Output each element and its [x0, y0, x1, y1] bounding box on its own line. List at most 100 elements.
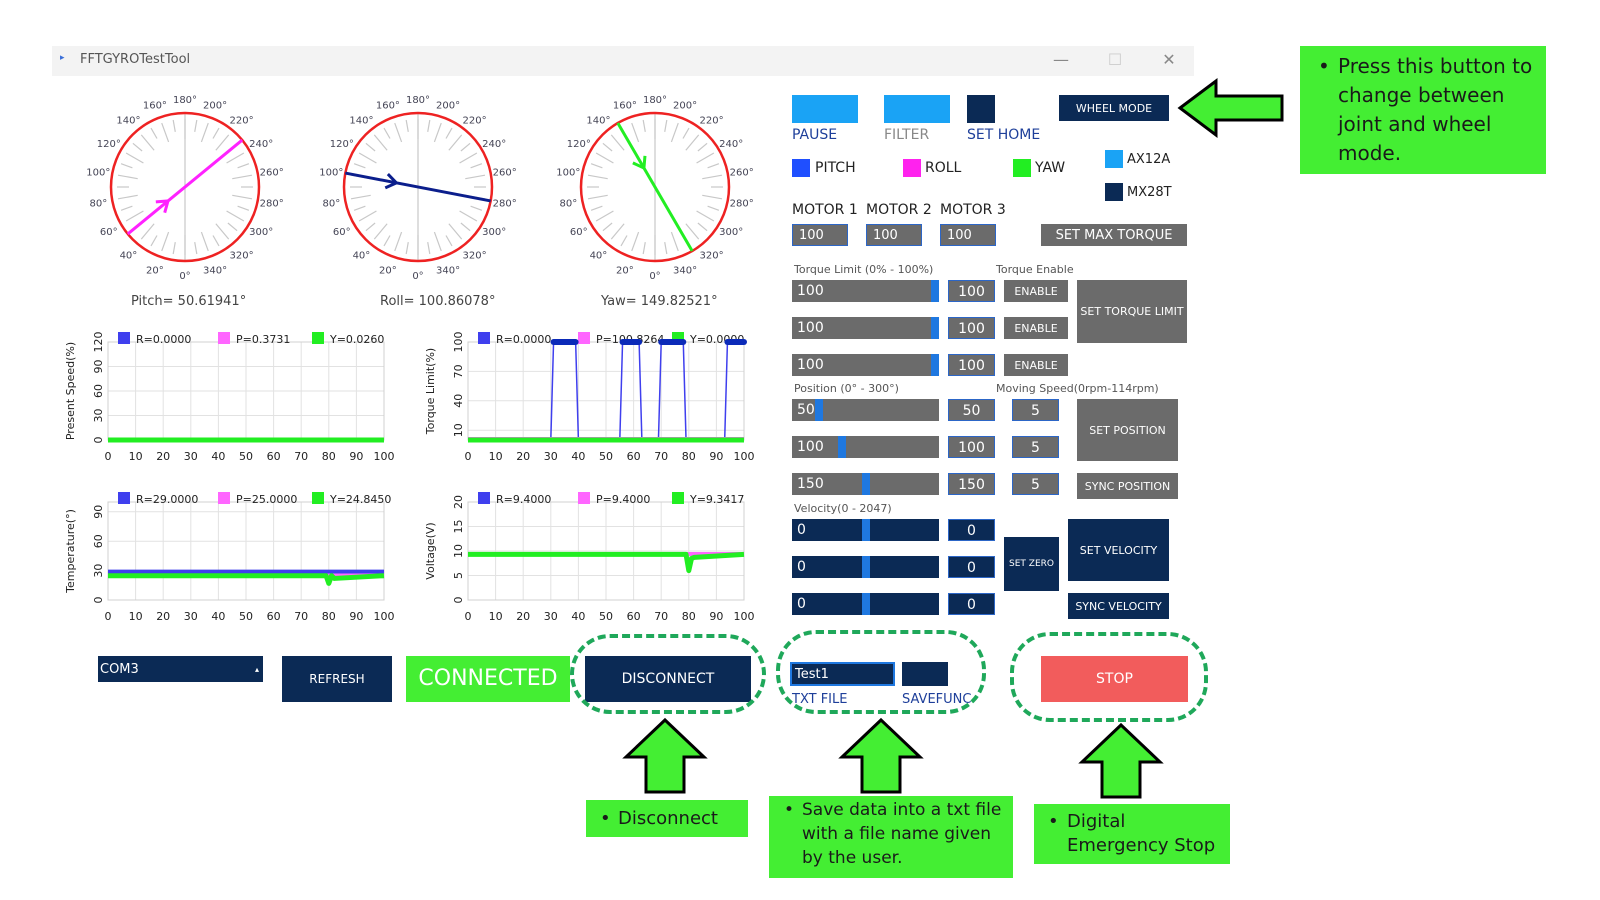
- torque-enable-button[interactable]: ENABLE: [1004, 317, 1068, 339]
- gauge-ring: [579, 111, 731, 263]
- set-velocity-button[interactable]: SET VELOCITY: [1068, 519, 1169, 581]
- position-value-input[interactable]: 100: [948, 436, 995, 458]
- gauge-tick: [427, 119, 431, 132]
- motor-1-input[interactable]: 100: [792, 224, 848, 246]
- torque-enable-button[interactable]: ENABLE: [1004, 280, 1068, 302]
- position-value-input[interactable]: 50: [948, 399, 995, 421]
- legend-label: R=29.0000: [136, 493, 198, 506]
- velocity-value-input[interactable]: 0: [948, 556, 995, 578]
- x-tick-label: 70: [294, 610, 308, 623]
- gauge-tick: [445, 127, 453, 139]
- gauge-tick-label: 340°: [673, 266, 697, 277]
- set-max-torque-button[interactable]: SET MAX TORQUE: [1041, 224, 1187, 246]
- y-tick-label: 30: [92, 564, 105, 578]
- motor-1-label: MOTOR 1: [792, 202, 858, 218]
- torque-slider-thumb[interactable]: [931, 354, 939, 376]
- ax12a-toggle[interactable]: [1105, 150, 1123, 168]
- position-slider[interactable]: 50: [792, 399, 939, 421]
- gauge-needle-arrow: [384, 173, 399, 190]
- mx28t-toggle[interactable]: [1105, 183, 1123, 201]
- torque-slider-thumb[interactable]: [931, 280, 939, 302]
- torque-value-input[interactable]: 100: [948, 317, 995, 339]
- motor-3-input[interactable]: 100: [940, 224, 996, 246]
- set-position-button[interactable]: SET POSITION: [1077, 399, 1178, 461]
- filter-button[interactable]: [884, 95, 950, 123]
- torque-value-input[interactable]: 100: [948, 280, 995, 302]
- save-button[interactable]: [902, 662, 948, 686]
- gauge-tick-label: 20°: [146, 266, 164, 277]
- gauge-tick: [373, 223, 388, 240]
- gauge-tick-label: 260°: [493, 168, 517, 179]
- y-axis-label: Present Speed(%): [64, 342, 77, 440]
- position-slider-thumb[interactable]: [861, 473, 870, 495]
- set-zero-button[interactable]: SET ZERO: [1004, 537, 1059, 591]
- disconnect-button[interactable]: DISCONNECT: [585, 656, 751, 702]
- torque-slider-thumb[interactable]: [931, 317, 939, 339]
- stop-button[interactable]: STOP: [1041, 656, 1188, 702]
- x-tick-label: 10: [489, 450, 503, 463]
- x-tick-label: 20: [516, 610, 530, 623]
- close-button[interactable]: ✕: [1162, 50, 1176, 69]
- velocity-value-input[interactable]: 0: [948, 593, 995, 615]
- gauge-tick: [232, 174, 253, 180]
- velocity-value-input[interactable]: 0: [948, 519, 995, 541]
- velocity-slider-thumb[interactable]: [861, 556, 870, 578]
- gauge-tick: [117, 174, 138, 180]
- gauge-tick: [602, 222, 613, 232]
- velocity-slider[interactable]: 0: [792, 556, 939, 578]
- x-tick-label: 0: [465, 610, 472, 623]
- com-port-value: COM3: [100, 661, 139, 677]
- x-tick-label: 100: [734, 610, 755, 623]
- legend-swatch: [312, 492, 324, 504]
- roll-swatch: [903, 159, 921, 177]
- position-value-input[interactable]: 150: [948, 473, 995, 495]
- velocity-slider-thumb[interactable]: [861, 593, 870, 615]
- gauge-tick: [226, 210, 245, 222]
- gauge-tick-label: 240°: [249, 139, 273, 150]
- velocity-slider-thumb[interactable]: [861, 519, 870, 541]
- velocity-slider[interactable]: 0: [792, 593, 939, 615]
- velocity-slider-value: 0: [797, 596, 806, 612]
- gauge-tick: [383, 235, 391, 247]
- position-slider[interactable]: 150: [792, 473, 939, 495]
- legend-label: R=0.0000: [136, 333, 191, 346]
- sync-velocity-button[interactable]: SYNC VELOCITY: [1068, 593, 1169, 619]
- gauge-tick: [685, 223, 700, 240]
- sync-position-button[interactable]: SYNC POSITION: [1077, 473, 1178, 499]
- minimize-button[interactable]: —: [1053, 50, 1069, 69]
- gauge-tick: [459, 210, 478, 222]
- moving-speed-input[interactable]: 5: [1012, 436, 1059, 458]
- set-home-button[interactable]: [967, 95, 995, 123]
- torque-slider[interactable]: 100: [792, 354, 939, 376]
- arrow-up-icon: [622, 717, 708, 794]
- pause-button[interactable]: [792, 95, 858, 123]
- series-line: [108, 573, 385, 586]
- motor-2-input[interactable]: 100: [866, 224, 922, 246]
- stop-callout: • Digital Emergency Stop: [1034, 804, 1230, 864]
- torque-slider[interactable]: 100: [792, 280, 939, 302]
- torque-value-input[interactable]: 100: [948, 354, 995, 376]
- gauge-tick: [670, 122, 679, 143]
- set-torque-limit-button[interactable]: SET TORQUE LIMIT: [1077, 280, 1187, 343]
- gauge-tick: [631, 231, 640, 252]
- gauge-tick: [682, 127, 690, 139]
- torque-slider[interactable]: 100: [792, 317, 939, 339]
- gauge-tick-label: 220°: [230, 116, 254, 127]
- x-tick-label: 80: [322, 610, 336, 623]
- moving-speed-input[interactable]: 5: [1012, 473, 1059, 495]
- position-slider-thumb[interactable]: [815, 399, 824, 421]
- refresh-button[interactable]: REFRESH: [282, 656, 392, 702]
- x-tick-label: 40: [211, 450, 225, 463]
- x-tick-label: 0: [105, 450, 112, 463]
- torque-enable-button[interactable]: ENABLE: [1004, 354, 1068, 376]
- position-slider[interactable]: 100: [792, 436, 939, 458]
- gauge-tick: [670, 231, 679, 252]
- maximize-button[interactable]: ☐: [1107, 50, 1123, 69]
- plot-frame: [107, 501, 385, 601]
- moving-speed-input[interactable]: 5: [1012, 399, 1059, 421]
- wheel-mode-button[interactable]: WHEEL MODE: [1059, 95, 1169, 121]
- position-slider-thumb[interactable]: [838, 436, 847, 458]
- com-port-select[interactable]: COM3 ▴: [98, 656, 263, 682]
- velocity-slider[interactable]: 0: [792, 519, 939, 541]
